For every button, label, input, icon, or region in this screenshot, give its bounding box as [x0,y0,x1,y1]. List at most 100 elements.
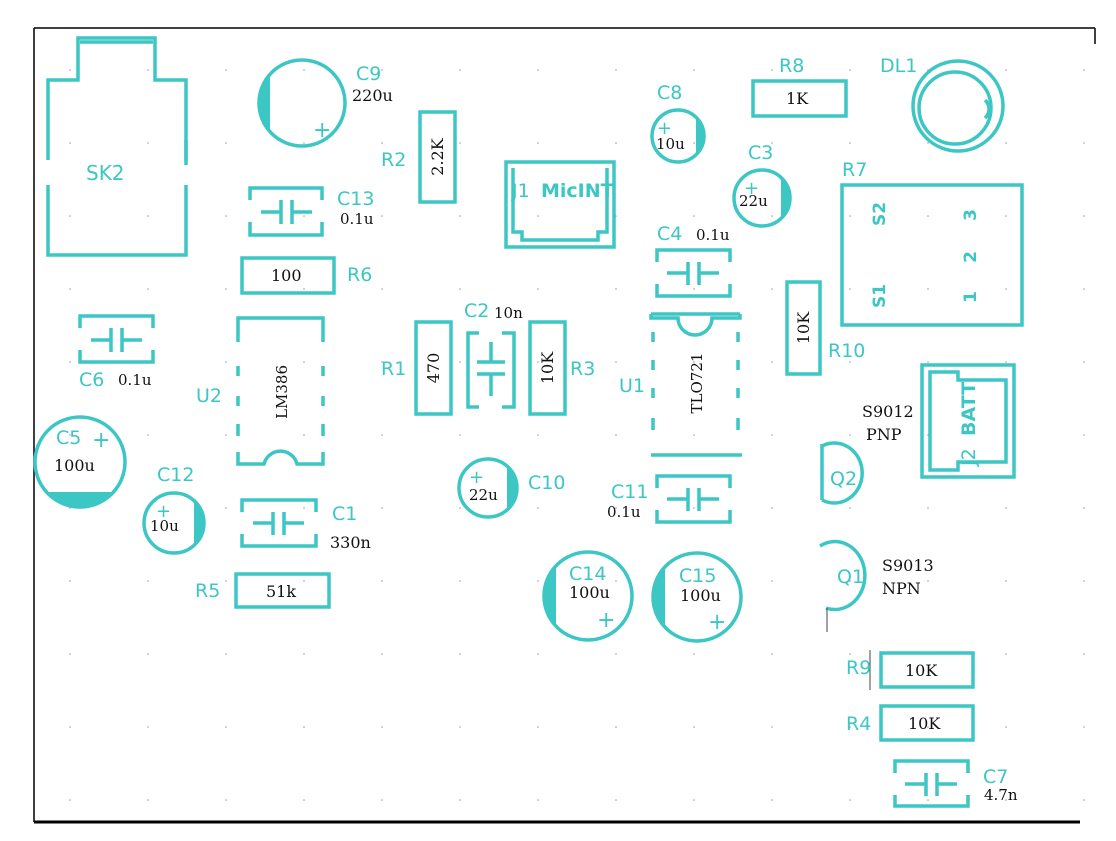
grid-dot [225,215,227,217]
grid-dot [69,726,71,728]
grid-dot [147,69,149,71]
component-u1[interactable]: TLO721 U1 [619,312,742,457]
component-r3[interactable]: 10K R3 [528,320,595,416]
component-r6[interactable]: 100 R6 [240,256,372,295]
grid-dot [1083,69,1085,71]
component-j1[interactable]: J1 MicINT [504,160,616,249]
component-c14[interactable]: C14 100u + [542,550,634,642]
component-j2[interactable]: J2 BATT [920,363,1016,479]
designator-j1: J1 [511,180,530,202]
component-r8[interactable]: 1K R8 [751,55,848,118]
component-u2[interactable]: LM386 U2 [196,316,325,466]
grid-dot [1083,799,1085,801]
component-q2[interactable]: Q2 S9012 PNP [820,402,914,505]
grid-dot [693,726,695,728]
component-r7[interactable]: R7 S2 S1 3 2 1 [840,159,1024,327]
grid-dot [303,653,305,655]
grid-dot [849,69,851,71]
designator-c14: C14 [569,563,606,585]
designator-r9: R9 [846,657,871,679]
value-r5: 51k [266,582,296,601]
value-r4: 10K [908,714,941,733]
grid-dot [459,799,461,801]
component-c2[interactable]: C2 10n [464,300,523,409]
designator-c5: C5 [56,427,81,449]
component-c9[interactable]: + C9 220u [257,58,393,148]
component-r2[interactable]: 2.2K R2 [381,110,457,204]
component-c12[interactable]: C12 + 10u [142,464,206,555]
grid-dot [303,215,305,217]
polarity-plus-c8: + [657,118,672,139]
component-r4[interactable]: 10K R4 [846,704,975,742]
grid-dot [771,361,773,363]
component-r1[interactable]: 470 R1 [381,320,453,416]
grid-dot [1083,653,1085,655]
grid-dot [147,215,149,217]
grid-dot [225,288,227,290]
grid-dot [927,507,929,509]
grid-dot [459,507,461,509]
grid-dot [459,580,461,582]
designator-j2: J2 [958,448,980,467]
grid-dot [927,361,929,363]
designator-c13: C13 [337,188,374,210]
grid-dot [615,653,617,655]
grid-dot [147,653,149,655]
component-q1[interactable]: Q1 S9013 NPN [819,539,934,632]
grid-dot [1083,726,1085,728]
polarity-plus-c15: + [708,610,726,635]
grid-dot [537,142,539,144]
polarity-plus-c9: + [313,118,331,143]
component-c6[interactable]: C6 0.1u [78,314,155,391]
grid-dot [459,434,461,436]
component-c5[interactable]: C5 + 100u [33,415,127,509]
grid-dot [771,69,773,71]
component-c13[interactable]: C13 0.1u [248,186,374,237]
designator-r4: R4 [846,713,871,735]
grid-dot [1005,580,1007,582]
component-c4[interactable]: C4 0.1u [655,223,732,298]
grid-dot [459,142,461,144]
grid-dot [771,507,773,509]
grid-dot [1005,653,1007,655]
component-c1[interactable]: C1 330n [240,498,371,552]
grid-dot [225,142,227,144]
grid-dot [303,361,305,363]
grid-dot [69,69,71,71]
grid-dot [1005,799,1007,801]
grid-dot [849,580,851,582]
value-c3: 22u [739,192,768,210]
grid-dot [1083,142,1085,144]
grid-dot [1083,288,1085,290]
grid-dot [225,726,227,728]
value-c15: 100u [680,586,721,605]
grid-dot [381,726,383,728]
value-r3: 10K [538,351,557,384]
component-c15[interactable]: C15 100u + [651,551,743,643]
component-sk2[interactable]: SK2 [46,36,188,257]
component-c3[interactable]: + 22u C3 [732,142,792,228]
value-c6: 0.1u [118,371,152,389]
label-j2: BATT [958,382,980,436]
value-c9: 220u [352,86,393,105]
grid-dot [381,580,383,582]
component-dl1[interactable]: DL1 [880,55,1005,153]
grid-dot [381,142,383,144]
value-u1: TLO721 [688,353,706,414]
designator-r3: R3 [570,358,595,380]
component-r5[interactable]: 51k R5 [195,572,331,609]
grid-dot [771,653,773,655]
component-c7[interactable]: C7 4.7n [893,759,1018,808]
grid-dot [537,726,539,728]
grid-dot [225,434,227,436]
grid-dot [849,361,851,363]
component-r9[interactable]: 10K R9 [846,650,975,690]
component-c8[interactable]: + 10u C8 [650,82,706,164]
grid-dot [849,142,851,144]
grid-dot [927,799,929,801]
component-c11[interactable]: C11 0.1u [607,474,732,524]
grid-dot [849,215,851,217]
component-r10[interactable]: 10K R10 [785,280,865,376]
component-c10[interactable]: + 22u C10 [457,457,565,519]
grid-dot [615,361,617,363]
